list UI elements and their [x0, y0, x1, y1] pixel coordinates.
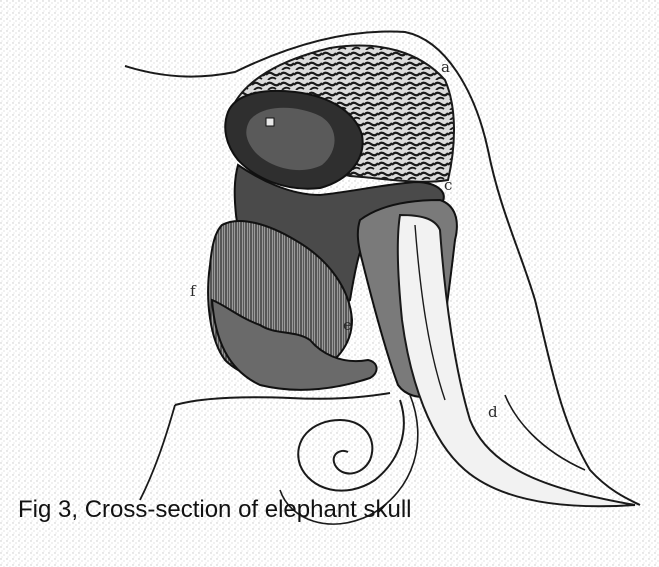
label-d: d — [488, 403, 498, 421]
label-e: e — [343, 316, 352, 334]
figure-caption: Fig 3, Cross-section of elephant skull — [18, 496, 412, 525]
label-a: a — [441, 58, 450, 76]
label-c: c — [444, 176, 452, 194]
cavity-mark — [266, 118, 274, 126]
